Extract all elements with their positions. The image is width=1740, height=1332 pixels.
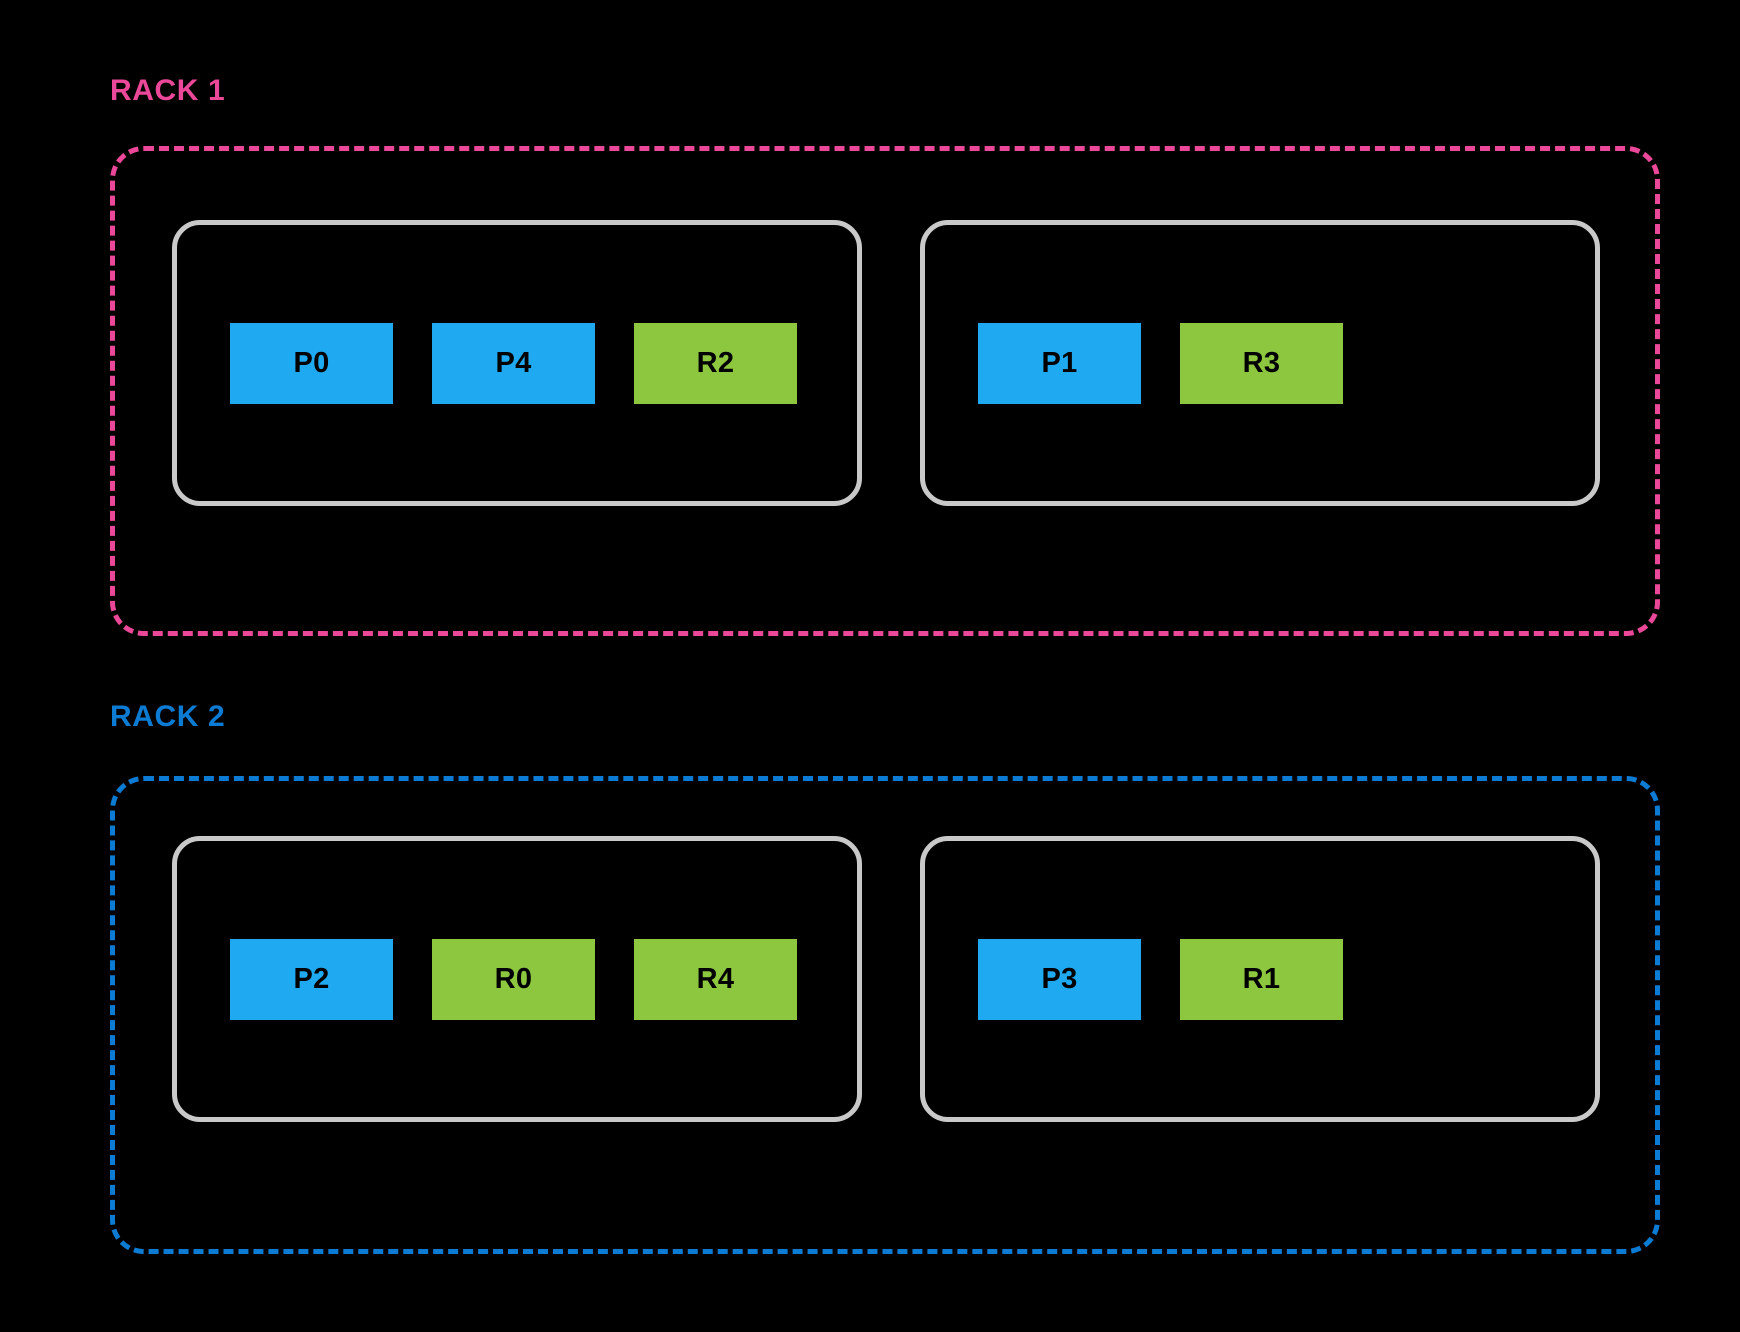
replica-chip-r2[interactable]: R2	[634, 322, 797, 404]
node-container-node-2: P1 R3	[920, 220, 1600, 506]
node-container-node-3: P2 R0 R4	[172, 836, 862, 1122]
replica-chip-r4[interactable]: R4	[634, 938, 797, 1020]
node-chip-row: P1 R3	[978, 322, 1343, 404]
rack-label-1: RACK 1	[110, 74, 226, 107]
node-chip-row: P0 P4 R2	[230, 322, 797, 404]
node-chip-row: P2 R0 R4	[230, 938, 797, 1020]
rack-boundary-2	[110, 776, 1660, 1254]
partition-chip-p0[interactable]: P0	[230, 322, 393, 404]
rack-boundary-1	[110, 146, 1660, 636]
replica-chip-r1[interactable]: R1	[1180, 938, 1343, 1020]
partition-chip-p4[interactable]: P4	[432, 322, 595, 404]
partition-chip-p1[interactable]: P1	[978, 322, 1141, 404]
partition-chip-p3[interactable]: P3	[978, 938, 1141, 1020]
node-chip-row: P3 R1	[978, 938, 1343, 1020]
partition-chip-p2[interactable]: P2	[230, 938, 393, 1020]
node-container-node-1: P0 P4 R2	[172, 220, 862, 506]
node-container-node-4: P3 R1	[920, 836, 1600, 1122]
replica-chip-r3[interactable]: R3	[1180, 322, 1343, 404]
replica-chip-r0[interactable]: R0	[432, 938, 595, 1020]
rack-label-2: RACK 2	[110, 700, 226, 733]
